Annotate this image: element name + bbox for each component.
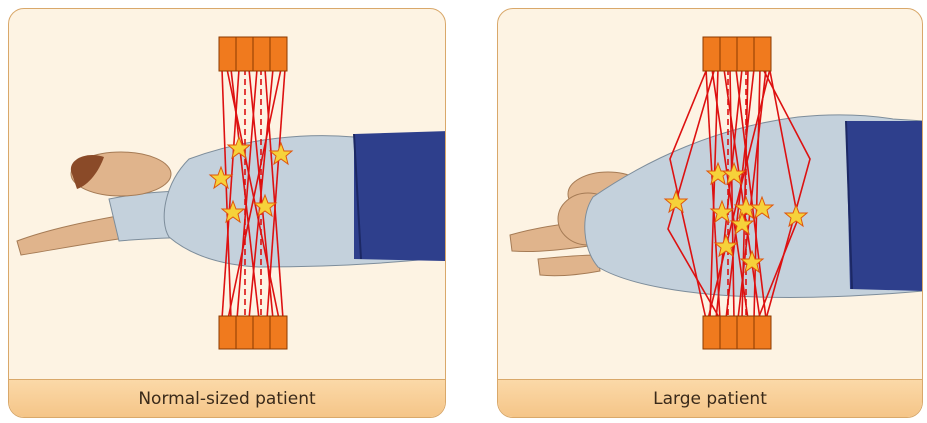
panel-normal-patient: Normal-sized patient bbox=[8, 8, 446, 418]
normal-patient-illustration bbox=[9, 9, 446, 382]
large-bottom-detector bbox=[703, 316, 771, 349]
large-top-detector bbox=[703, 37, 771, 71]
normal-bottom-detector bbox=[219, 316, 287, 349]
large-patient-illustration bbox=[498, 9, 923, 382]
caption-bar: Large patient bbox=[498, 379, 922, 417]
normal-top-detector bbox=[219, 37, 287, 71]
caption-bar: Normal-sized patient bbox=[9, 379, 445, 417]
normal-patient-figure bbox=[17, 131, 446, 267]
panel-caption: Large patient bbox=[653, 389, 767, 409]
panel-large-patient: Large patient bbox=[497, 8, 923, 418]
panel-caption: Normal-sized patient bbox=[138, 389, 315, 409]
